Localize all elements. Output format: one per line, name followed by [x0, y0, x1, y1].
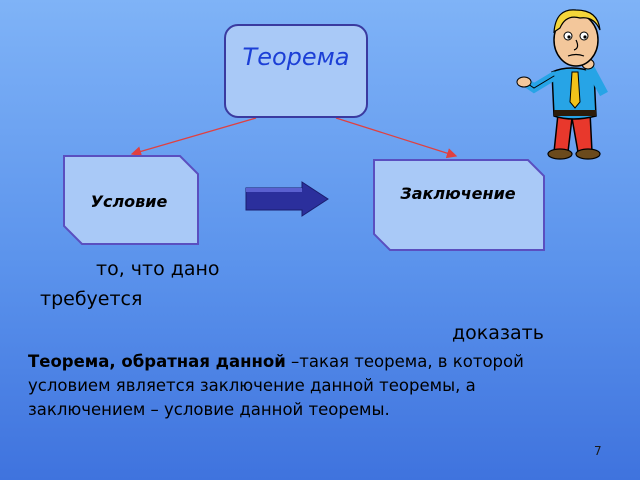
slide-number: 7	[594, 444, 602, 458]
connector-to-condition	[130, 117, 257, 157]
conclusion-description-line2: доказать	[452, 322, 544, 344]
conclusion-shape	[373, 159, 545, 251]
theorem-box: Теорема	[224, 24, 368, 118]
condition-label: Условие	[90, 192, 168, 211]
condition-description: то, что дано	[96, 258, 220, 280]
definition-text: –такая теорема, в которой условием являе…	[28, 352, 524, 419]
conclusion-label: Заключение	[400, 184, 516, 203]
connector-to-conclusion	[335, 117, 458, 159]
conclusion-description-line1: требуется	[40, 288, 143, 310]
right-arrow-icon	[245, 181, 329, 217]
definition-paragraph: Теорема, обратная данной –такая теорема,…	[28, 350, 588, 422]
thinking-man-icon	[516, 9, 608, 160]
theorem-label: Теорема	[242, 43, 350, 71]
condition-shape	[63, 155, 199, 245]
definition-term: Теорема, обратная данной	[28, 352, 286, 371]
